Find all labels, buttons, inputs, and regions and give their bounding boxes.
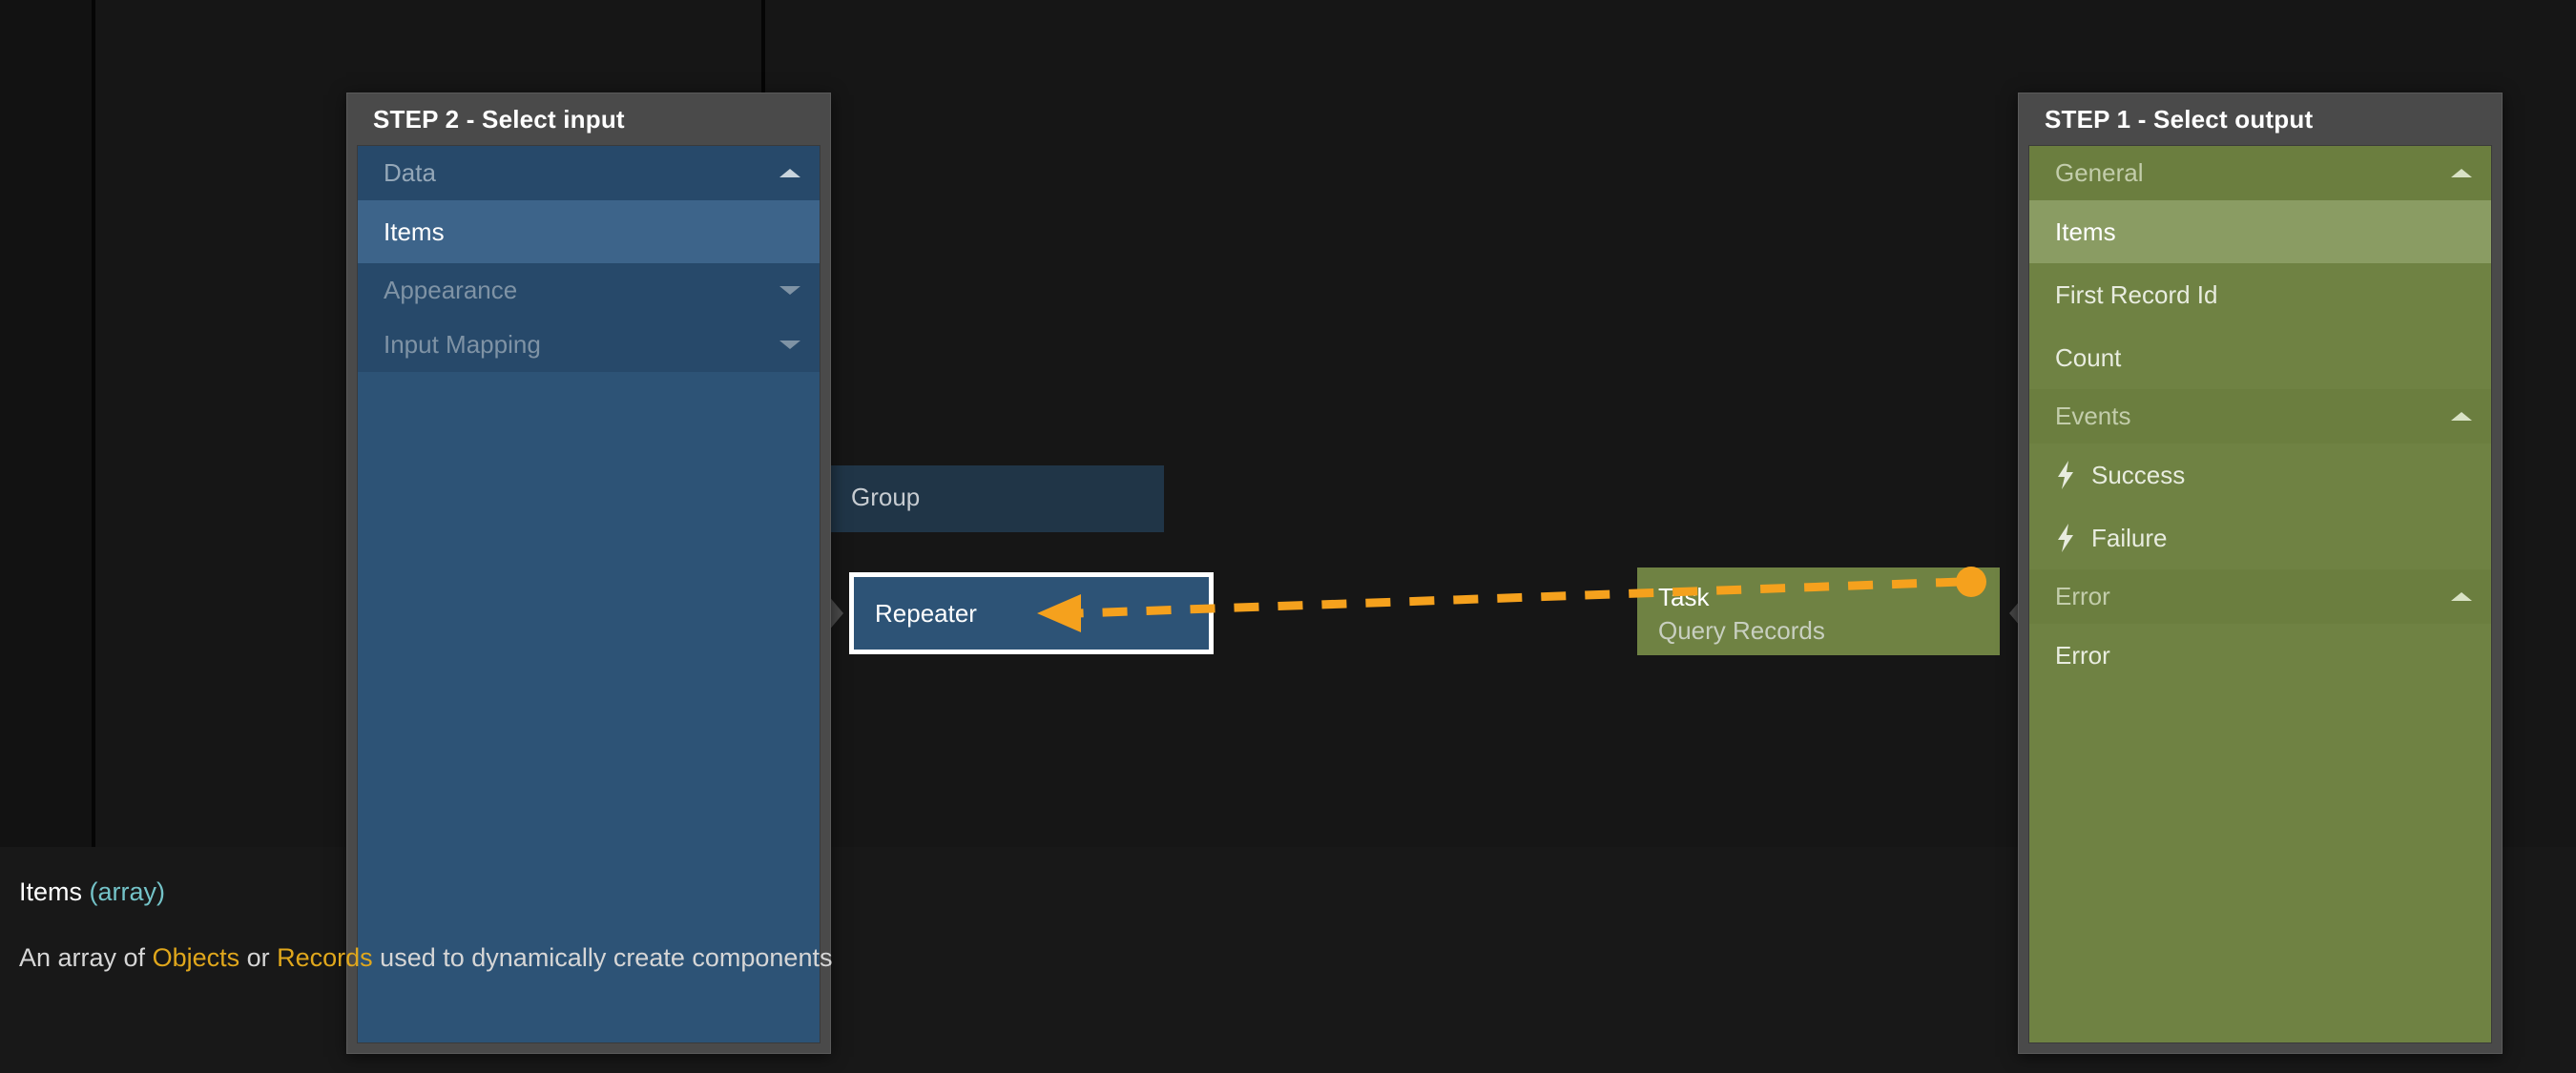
- node-group-label: Group: [851, 483, 921, 511]
- output-group-label-error: Error: [2055, 582, 2110, 610]
- output-item-label-error: Error: [2055, 640, 2110, 670]
- chevron-up-icon[interactable]: [2451, 412, 2472, 421]
- chevron-up-icon[interactable]: [2451, 592, 2472, 601]
- node-task-subtitle: Query Records: [1658, 616, 1825, 646]
- lightning-bolt-icon: [2058, 524, 2073, 552]
- node-task[interactable]: Task Query Records: [1637, 567, 2000, 655]
- step-2-panel-title: STEP 2 - Select input: [373, 104, 625, 134]
- output-item-success[interactable]: Success: [2029, 444, 2491, 506]
- output-item-label-first-record-id: First Record Id: [2055, 279, 2218, 309]
- property-help-title: Items (array): [19, 877, 1355, 907]
- help-desc-text-3: used to: [372, 943, 465, 972]
- input-group-label-data: Data: [384, 158, 436, 187]
- input-group-header-appearance[interactable]: Appearance: [358, 263, 820, 318]
- input-group-label-input-mapping: Input Mapping: [384, 330, 541, 359]
- input-item-items[interactable]: Items: [358, 200, 820, 263]
- output-item-first-record-id[interactable]: First Record Id: [2029, 263, 2491, 326]
- step-1-panel-title: STEP 1 - Select output: [2045, 104, 2314, 134]
- output-item-label-items: Items: [2055, 217, 2116, 246]
- help-desc-ref-records[interactable]: Records: [277, 943, 373, 972]
- property-help-name: Items: [19, 877, 83, 906]
- node-task-label: Task: [1658, 583, 1710, 611]
- property-help-type: (array): [89, 877, 166, 906]
- lightning-bolt-icon: [2058, 461, 2073, 489]
- property-help-description: An array of Objects or Records used to d…: [19, 939, 1145, 977]
- step-1-select-output-panel: STEP 1 - Select output General Items Fir…: [2018, 93, 2503, 1054]
- canvas-left-pane: [0, 0, 92, 847]
- property-help-block: Items (array) An array of Objects or Rec…: [19, 877, 1355, 977]
- node-repeater[interactable]: Repeater: [849, 572, 1214, 654]
- step-2-select-input-panel: STEP 2 - Select input Data Items Appeara…: [346, 93, 831, 1054]
- chevron-down-icon[interactable]: [779, 340, 800, 349]
- help-desc-ref-objects[interactable]: Objects: [152, 943, 240, 972]
- output-item-label-success: Success: [2091, 460, 2186, 489]
- output-item-items[interactable]: Items: [2029, 200, 2491, 263]
- output-group-label-events: Events: [2055, 402, 2131, 430]
- output-item-label-count: Count: [2055, 342, 2122, 372]
- step-2-panel-body: Data Items Appearance Input Mapping: [357, 145, 821, 1043]
- chevron-up-icon[interactable]: [2451, 169, 2472, 177]
- output-item-label-failure: Failure: [2091, 523, 2168, 552]
- output-group-header-events[interactable]: Events: [2029, 389, 2491, 444]
- canvas-vertical-divider-top: [761, 0, 765, 93]
- output-tree-list: General Items First Record Id Count Even…: [2029, 146, 2491, 1042]
- chevron-down-icon[interactable]: [779, 286, 800, 295]
- output-group-label-general: General: [2055, 158, 2144, 187]
- help-desc-line2-text-1: dynamically create comp: [471, 943, 756, 972]
- output-item-error[interactable]: Error: [2029, 624, 2491, 687]
- node-repeater-label: Repeater: [875, 598, 977, 628]
- help-desc-text-2: or: [239, 943, 278, 972]
- canvas-vertical-divider-left: [92, 0, 95, 849]
- node-group[interactable]: Group: [830, 465, 1164, 532]
- help-desc-line2-text-2: onents: [755, 943, 833, 972]
- input-tree-list: Data Items Appearance Input Mapping: [358, 146, 820, 1042]
- step-1-panel-body: General Items First Record Id Count Even…: [2028, 145, 2492, 1043]
- output-group-header-general[interactable]: General: [2029, 146, 2491, 200]
- chevron-up-icon[interactable]: [779, 169, 800, 177]
- input-group-header-input-mapping[interactable]: Input Mapping: [358, 318, 820, 372]
- input-group-label-appearance: Appearance: [384, 276, 518, 304]
- input-item-label-items: Items: [384, 217, 445, 246]
- output-group-header-error[interactable]: Error: [2029, 569, 2491, 624]
- input-group-header-data[interactable]: Data: [358, 146, 820, 200]
- help-desc-text-1: An array of: [19, 943, 153, 972]
- output-item-count[interactable]: Count: [2029, 326, 2491, 389]
- output-item-failure[interactable]: Failure: [2029, 506, 2491, 569]
